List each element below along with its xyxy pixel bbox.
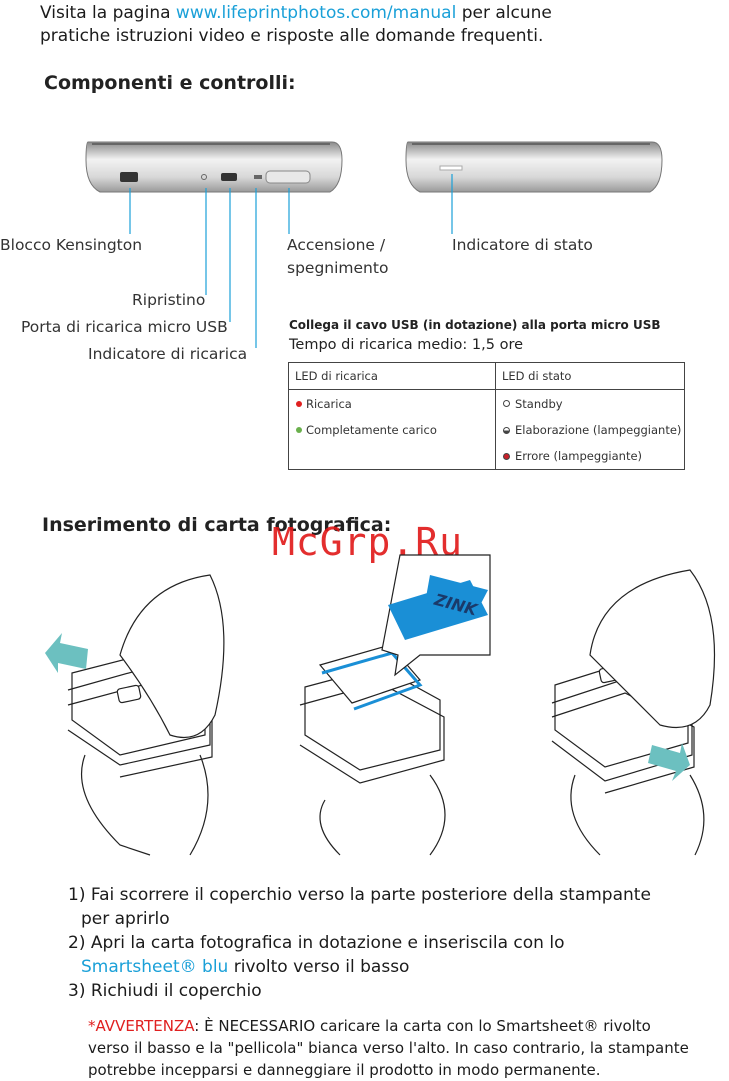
charge-row-full: Completamente carico [289,417,495,443]
warning-block: *AVVERTENZA: È NECESSARIO caricare la ca… [88,1015,689,1081]
usb-port [221,173,237,181]
usb-instruction: Collega il cavo USB (in dotazione) alla … [289,318,661,332]
steps-list: 1) Fai scorrere il coperchio verso la pa… [68,883,651,1003]
panel-close-cover [551,569,716,856]
empty-circle-icon [503,400,510,407]
status-row-label: Standby [515,396,563,411]
hand-icon [589,569,716,729]
led-table-header-status: LED di stato [495,362,685,390]
intro-text: Visita la pagina www.lifeprintphotos.com… [40,2,552,48]
label-power-2: spegnimento [287,259,389,277]
warning-line2: verso il basso e la "pellicola" bianca v… [88,1039,689,1057]
red-circle-icon [503,452,510,460]
charge-row-label: Ricarica [306,396,352,411]
step-3: 3) Richiudi il coperchio [68,981,262,1001]
status-led [439,165,463,171]
label-kensington: Blocco Kensington [0,236,143,254]
label-reset: Ripristino [132,291,206,309]
charge-time: Tempo di ricarica medio: 1,5 ore [289,337,524,353]
label-power-1: Accensione / [287,236,386,254]
intro-pre: Visita la pagina [40,3,176,23]
step-1-cont: per aprirlo [81,909,170,929]
half-circle-icon [503,426,510,434]
components-heading: Componenti e controlli: [44,72,296,94]
kensington-slot [120,172,138,182]
step-2-cont: Smartsheet® blu rivolto verso il basso [68,955,651,979]
charge-row-label: Completamente carico [306,423,437,437]
intro-line2: pratiche istruzioni video e risposte all… [40,26,544,46]
panel-open-cover [45,574,225,856]
callout-lines [129,174,453,348]
smartsheet-blue: Smartsheet® blu [81,957,229,977]
panel-insert-paper [299,554,491,856]
hand-icon [119,574,225,739]
intro-post: per alcune [456,3,552,23]
slide-back-arrow-icon [45,633,88,673]
warning-line1: : È NECESSARIO caricare la carta con lo … [194,1017,651,1035]
charge-led [254,175,262,179]
charge-row-charging: Ricarica [289,390,495,417]
lifeprint-logo-icon [116,684,142,704]
led-table: LED di ricarica LED di stato Ricarica Co… [288,362,685,470]
red-dot-icon [296,400,302,407]
led-table-header-charge: LED di ricarica [288,362,496,390]
device-diagram [85,141,663,348]
status-row-processing: Elaborazione (lampeggiante) [496,417,684,443]
printer-left-view [85,141,343,193]
paper-loading-illustration: ZINK [45,554,716,856]
slide-close-arrow-icon [648,743,690,781]
status-row-error: Errore (lampeggiante) [496,443,684,469]
step-2: 2) Apri la carta fotografica in dotazion… [68,933,565,953]
manual-link[interactable]: www.lifeprintphotos.com/manual [175,3,457,23]
printer-right-view [405,141,663,193]
status-row-label: Elaborazione (lampeggiante) [515,423,682,437]
label-charge-led: Indicatore di ricarica [88,345,248,363]
label-status: Indicatore di stato [452,236,593,254]
green-dot-icon [296,427,302,433]
power-button [265,170,311,184]
paper-heading: Inserimento di carta fotografica: [42,514,392,536]
label-usb-port: Porta di ricarica micro USB [21,318,228,336]
charge-led-cell: Ricarica Completamente carico [288,389,496,470]
status-led-cell: Standby Elaborazione (lampeggiante) Erro… [495,389,685,470]
status-row-label: Errore (lampeggiante) [515,449,643,463]
step-1: 1) Fai scorrere il coperchio verso la pa… [68,885,651,905]
step-2-rest: rivolto verso il basso [228,957,410,977]
warning-line3: potrebbe incepparsi e danneggiare il pro… [88,1061,601,1079]
paper-stack [318,644,422,704]
warning-label: *AVVERTENZA [88,1017,195,1035]
status-row-standby: Standby [496,390,684,417]
reset-hole [201,174,207,180]
